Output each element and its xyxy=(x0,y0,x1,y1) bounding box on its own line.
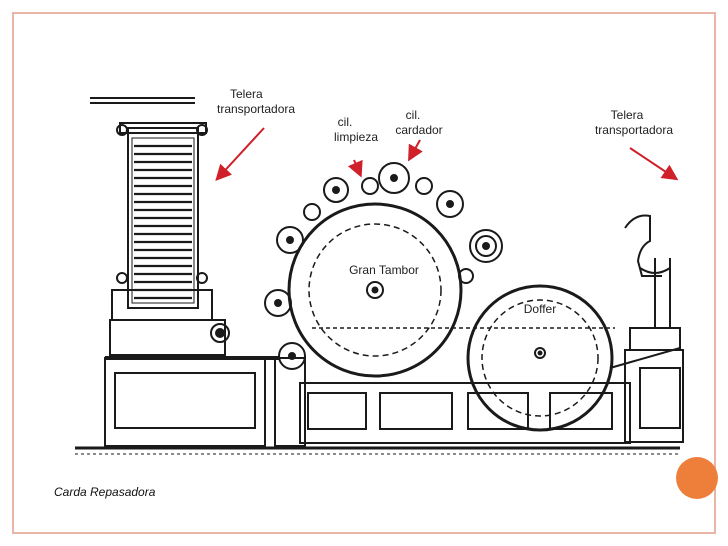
label-telera-left-1: Telera xyxy=(230,87,263,101)
label-cil-limpieza-1: cil. xyxy=(338,115,353,129)
label-gran-tambor: Gran Tambor xyxy=(349,263,419,277)
carding-machine-diagram: Telera transportadora cil. limpieza cil.… xyxy=(50,28,684,468)
label-cil-limpieza-2: limpieza xyxy=(334,130,378,144)
label-telera-right-2: transportadora xyxy=(595,123,673,137)
doffer xyxy=(466,284,614,432)
accent-circle xyxy=(676,457,718,499)
label-cil-cardador-1: cil. xyxy=(406,108,421,122)
label-doffer: Doffer xyxy=(524,302,556,316)
label-cil-cardador-2: cardador xyxy=(395,123,442,137)
label-telera-right-1: Telera xyxy=(611,108,644,122)
label-telera-left-2: transportadora xyxy=(217,102,295,116)
gran-tambor xyxy=(287,202,615,378)
annotation-arrows xyxy=(215,127,679,181)
feeder-tower xyxy=(90,97,230,356)
machine-frame xyxy=(274,357,631,447)
diagram-caption: Carda Repasadora xyxy=(54,485,156,499)
feeder-base xyxy=(104,356,280,447)
floor-line xyxy=(75,446,680,455)
small-cylinders xyxy=(264,162,503,370)
right-feeder xyxy=(609,214,684,443)
